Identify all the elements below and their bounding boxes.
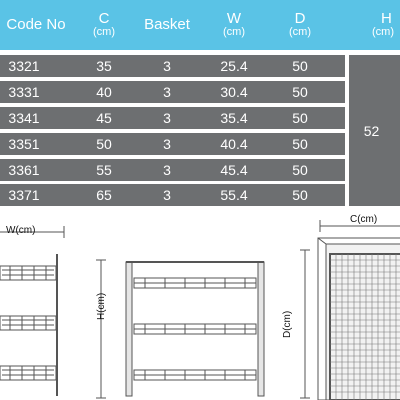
product-drawings (0, 220, 400, 400)
cell-code: 3331 (8, 84, 40, 100)
depth-label: D(cm) (282, 310, 293, 338)
table-row: 3361 55 3 45.4 50 (0, 159, 345, 181)
cell-code: 3351 (8, 136, 40, 152)
cell-d: 50 (292, 58, 308, 74)
header-h: H (cm) (368, 0, 400, 50)
cell-basket: 3 (163, 162, 171, 178)
cell-code: 3321 (8, 58, 40, 74)
cell-c: 40 (96, 84, 112, 100)
cell-basket: 3 (163, 187, 171, 203)
header-c: C (cm) (80, 0, 128, 50)
top-view-drawing (300, 220, 400, 400)
side-view-drawing (96, 259, 265, 399)
header-h-unit: (cm) (372, 26, 394, 39)
cell-c: 50 (96, 136, 112, 152)
h-merged-cell: 52 (349, 55, 400, 206)
cell-code: 3361 (8, 162, 40, 178)
cell-d: 50 (292, 84, 308, 100)
cell-c: 55 (96, 162, 112, 178)
header-code-no: Code No (0, 0, 84, 50)
height-label: H(cm) (96, 292, 107, 320)
cell-w: 35.4 (220, 110, 248, 126)
cell-w: 25.4 (220, 58, 248, 74)
front-view-drawing (0, 226, 65, 396)
cell-w: 30.4 (220, 84, 248, 100)
header-d: D (cm) (276, 0, 324, 50)
cell-basket: 3 (163, 58, 171, 74)
table-row: 3341 45 3 35.4 50 (0, 107, 345, 129)
width-label: W(cm) (6, 225, 36, 236)
cell-d: 50 (292, 136, 308, 152)
header-h-label: H (381, 10, 392, 28)
header-w-label: W (226, 10, 242, 28)
cell-c: 45 (96, 110, 112, 126)
cell-d: 50 (292, 110, 308, 126)
c-label: C(cm) (350, 214, 378, 225)
table-row: 3331 40 3 30.4 50 (0, 81, 345, 103)
table-header: Code No C (cm) Basket W (cm) D (cm) H (c… (0, 0, 400, 50)
header-c-unit: (cm) (93, 26, 115, 39)
table-row: 3351 50 3 40.4 50 (0, 133, 345, 155)
cell-basket: 3 (163, 110, 171, 126)
cell-basket: 3 (163, 136, 171, 152)
header-w: W (cm) (210, 0, 258, 50)
mesh-grid (330, 254, 400, 400)
cell-basket: 3 (163, 84, 171, 100)
header-d-unit: (cm) (289, 26, 311, 39)
cell-c: 65 (96, 187, 112, 203)
cell-w: 45.4 (220, 162, 248, 178)
cell-d: 50 (292, 187, 308, 203)
header-d-label: D (294, 10, 306, 28)
cell-code: 3371 (8, 187, 40, 203)
table-row: 3321 35 3 25.4 50 (0, 55, 345, 77)
header-basket: Basket (135, 0, 199, 50)
cell-code: 3341 (8, 110, 40, 126)
cell-c: 35 (96, 58, 112, 74)
header-basket-label: Basket (144, 16, 190, 34)
header-c-label: C (98, 10, 110, 28)
header-w-unit: (cm) (223, 26, 245, 39)
cell-w: 55.4 (220, 187, 248, 203)
cell-d: 50 (292, 162, 308, 178)
header-code-no-label: Code No (6, 16, 66, 34)
table-row: 3371 65 3 55.4 50 (0, 184, 345, 206)
cell-w: 40.4 (220, 136, 248, 152)
h-value: 52 (363, 122, 380, 139)
